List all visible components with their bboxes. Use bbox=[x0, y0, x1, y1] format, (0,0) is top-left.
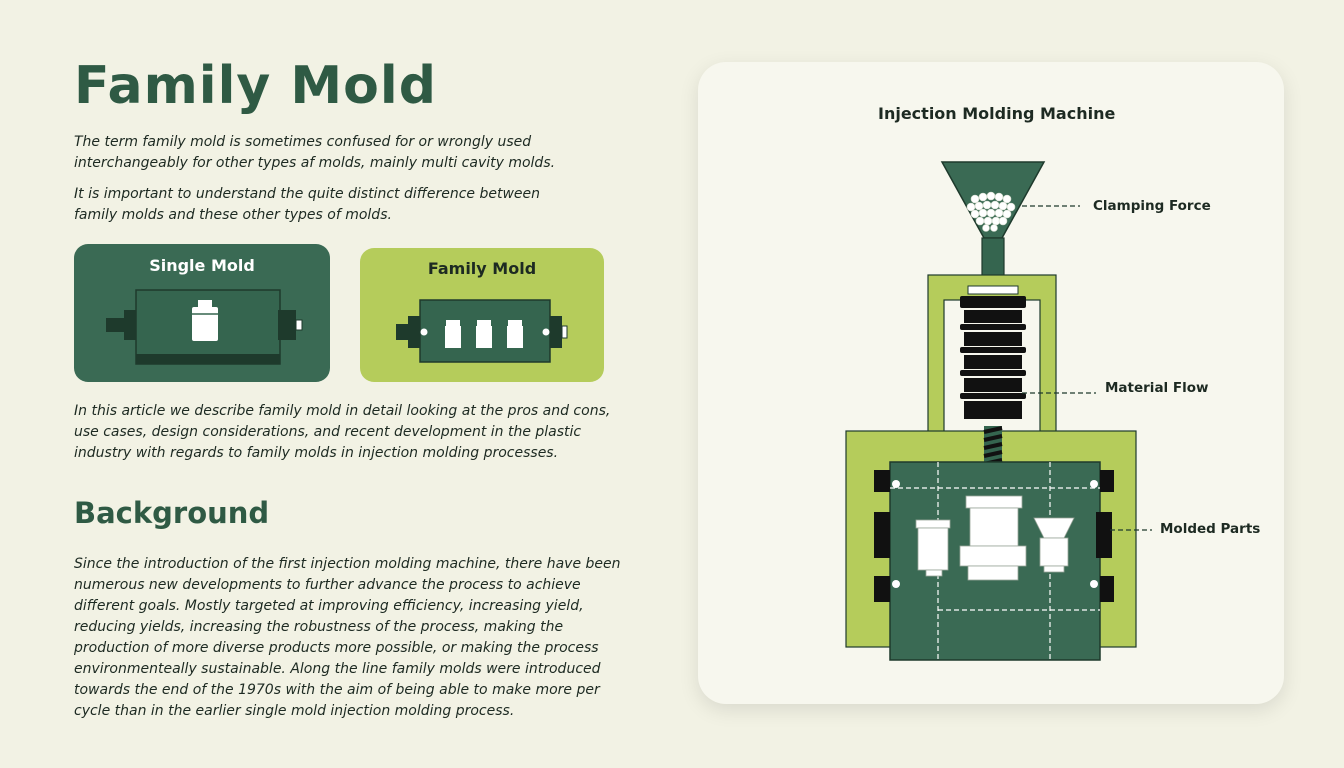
background-paragraph: Since the introduction of the first inje… bbox=[74, 556, 621, 719]
single-mold-illustration bbox=[106, 289, 303, 365]
family-mold-card: Family Mold bbox=[360, 248, 604, 382]
heating-barrel bbox=[960, 296, 1026, 419]
molded-parts bbox=[915, 495, 1075, 581]
callout-molded-parts: Molded Parts bbox=[1160, 521, 1261, 537]
single-mold-card: Single Mold bbox=[74, 244, 330, 382]
page-title: Family Mold bbox=[74, 56, 437, 116]
intro-paragraph-2: It is important to understand the quite … bbox=[74, 186, 541, 223]
family-mold-illustration bbox=[396, 299, 568, 363]
callout-clamping-force: Clamping Force bbox=[1093, 198, 1211, 214]
family-mold-label: Family Mold bbox=[427, 259, 537, 278]
intro-paragraph-1: The term family mold is sometimes confus… bbox=[74, 134, 556, 171]
diagram-title: Injection Molding Machine bbox=[878, 104, 1116, 123]
background-heading: Background bbox=[74, 496, 270, 530]
single-mold-label: Single Mold bbox=[149, 256, 255, 275]
plastic-pellets bbox=[966, 191, 1016, 232]
callout-material-flow: Material Flow bbox=[1105, 380, 1209, 396]
article-paragraph: In this article we describe family mold … bbox=[74, 403, 611, 461]
